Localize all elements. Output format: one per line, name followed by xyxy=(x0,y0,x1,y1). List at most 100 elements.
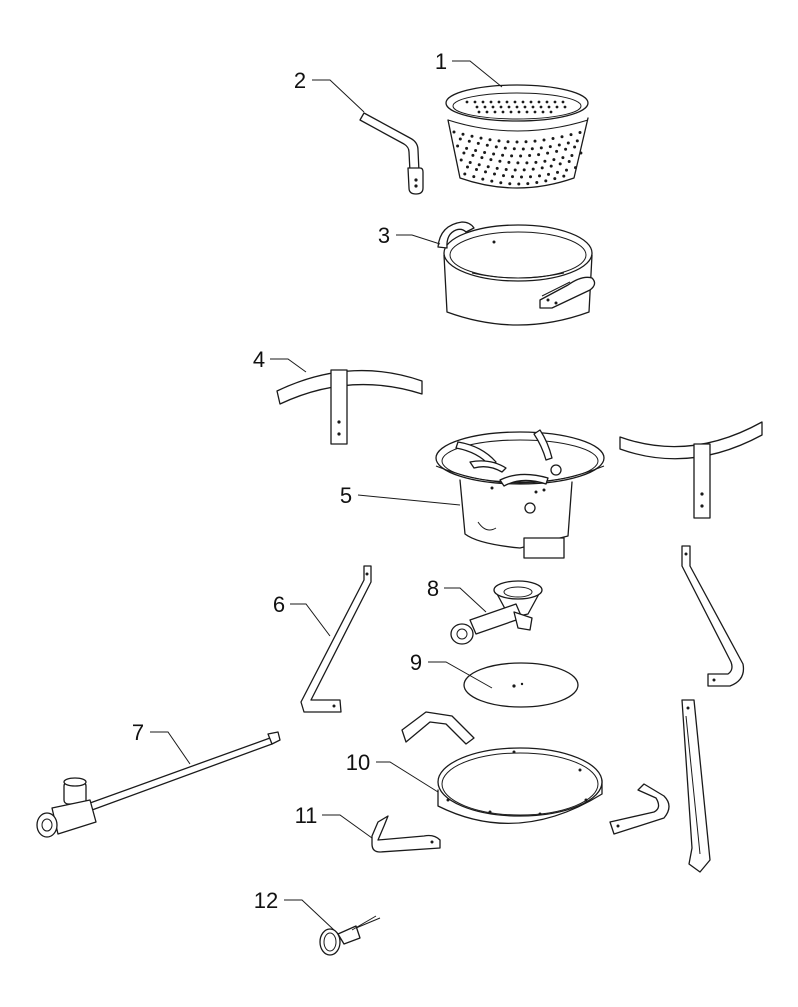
basket-hole xyxy=(456,144,460,148)
part-3-stock-pot xyxy=(437,221,596,326)
basket-hole xyxy=(560,135,564,139)
basket-hole xyxy=(533,139,537,143)
basket-hole xyxy=(499,105,503,109)
callout-5: 5 xyxy=(340,483,352,508)
basket-hole xyxy=(553,177,557,181)
basket-hole xyxy=(539,146,543,150)
callout-9: 9 xyxy=(410,650,422,675)
basket-hole xyxy=(523,105,527,109)
callout-4: 4 xyxy=(253,347,265,372)
basket-hole xyxy=(549,164,553,168)
basket-hole xyxy=(459,158,463,162)
basket-hole xyxy=(531,105,535,109)
basket-hole xyxy=(501,110,505,114)
basket-hole xyxy=(488,138,492,142)
basket-hole xyxy=(484,170,487,174)
basket-hole xyxy=(525,161,529,165)
basket-hole xyxy=(565,168,568,172)
basket-hole xyxy=(528,154,532,158)
basket-hole xyxy=(535,180,539,184)
basket-hole xyxy=(506,140,510,144)
basket-hole xyxy=(542,138,546,142)
part-7-hose-regulator xyxy=(36,731,281,838)
basket-hole xyxy=(470,134,474,138)
basket-hole xyxy=(473,100,477,104)
basket-hole xyxy=(555,105,559,109)
basket-hole xyxy=(537,100,541,104)
basket-hole xyxy=(537,153,541,157)
leader-10 xyxy=(376,761,439,793)
callout-1: 1 xyxy=(435,49,447,74)
leader-1 xyxy=(452,60,503,88)
basket-hole xyxy=(573,145,577,149)
basket-hole xyxy=(507,105,511,109)
leader-9 xyxy=(428,661,493,689)
callout-labels: 1 2 3 4 5 6 7 8 9 10 11 12 xyxy=(132,49,447,913)
basket-hole xyxy=(491,105,495,109)
basket-hole xyxy=(520,175,523,179)
leader-3 xyxy=(396,234,441,245)
basket-hole xyxy=(530,147,534,151)
basket-hole xyxy=(492,152,496,156)
basket-hole xyxy=(475,105,479,109)
basket-hole xyxy=(489,100,493,104)
leg-lower-right xyxy=(681,699,711,873)
basket-hole xyxy=(499,181,503,185)
basket-hole xyxy=(561,100,565,104)
basket-hole xyxy=(547,105,551,109)
basket-hole xyxy=(516,161,520,165)
basket-hole xyxy=(541,110,545,114)
basket-hole xyxy=(519,154,523,158)
part-11-bracket xyxy=(371,815,441,853)
basket-hole xyxy=(465,146,469,150)
leader-lines xyxy=(150,60,503,931)
basket-hole xyxy=(485,110,489,114)
leader-6 xyxy=(290,603,331,637)
basket-hole xyxy=(494,145,498,149)
part-4-wind-guard-right xyxy=(619,421,763,519)
basket-hole xyxy=(522,168,526,172)
basket-hole xyxy=(475,168,478,172)
leader-12 xyxy=(284,899,335,931)
basket-hole xyxy=(466,165,469,169)
leader-8 xyxy=(444,587,487,613)
basket-hole xyxy=(524,140,528,144)
basket-hole xyxy=(503,146,507,150)
basket-hole xyxy=(567,160,571,164)
basket-hole xyxy=(555,149,559,153)
basket-hole xyxy=(468,160,472,164)
basket-hole xyxy=(556,170,559,174)
basket-hole xyxy=(525,110,529,114)
basket-hole xyxy=(481,177,485,181)
part-4-wind-guard-left xyxy=(276,369,423,445)
basket-hole xyxy=(483,105,487,109)
basket-hole xyxy=(504,167,508,171)
basket-hole xyxy=(515,140,519,144)
basket-hole xyxy=(502,174,505,178)
basket-hole xyxy=(483,150,487,154)
part-2-basket-hook xyxy=(359,112,424,195)
bracket-upper-left xyxy=(401,711,475,745)
basket-hole xyxy=(480,156,484,160)
basket-hole xyxy=(570,153,574,157)
callout-2: 2 xyxy=(294,68,306,93)
leader-7 xyxy=(150,731,191,765)
basket-hole xyxy=(561,156,565,160)
callout-6: 6 xyxy=(273,592,285,617)
basket-hole xyxy=(512,147,516,151)
bracket-right xyxy=(609,783,670,835)
basket-hole xyxy=(557,143,561,147)
leader-11 xyxy=(322,814,373,839)
part-1-perforated-basket xyxy=(445,84,589,189)
basket-hole xyxy=(545,100,549,104)
basket-hole xyxy=(507,160,511,164)
basket-hole xyxy=(579,151,583,155)
basket-hole xyxy=(498,159,502,163)
basket-hole xyxy=(511,175,514,179)
callout-8: 8 xyxy=(427,576,439,601)
basket-hole xyxy=(486,165,490,169)
basket-hole xyxy=(540,166,544,170)
basket-hole xyxy=(538,174,541,178)
